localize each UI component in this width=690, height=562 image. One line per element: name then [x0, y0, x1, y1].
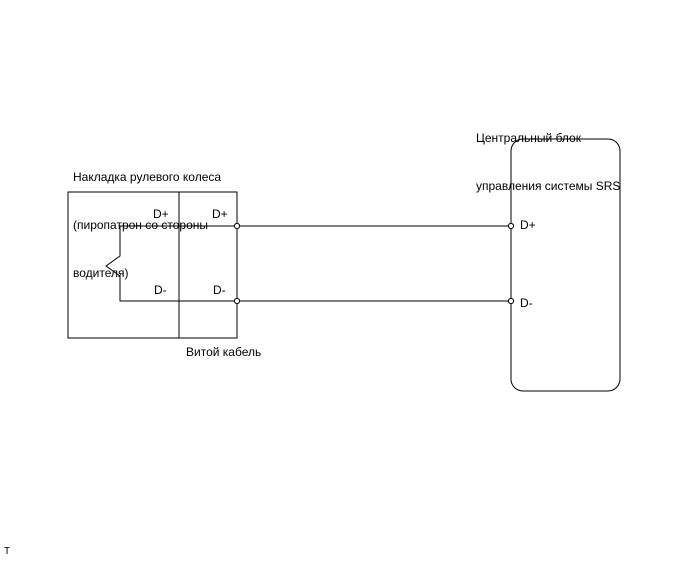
spiral-cable-box — [178, 191, 238, 339]
pad-pin-d-minus: D- — [154, 283, 167, 297]
spiral-cable-label: Витой кабель — [186, 345, 262, 359]
srs-ecu-box — [510, 138, 621, 392]
spiral-pin-d-minus: D- — [213, 283, 226, 297]
corner-mark: T — [4, 546, 11, 557]
steering-pad-label: Накладка рулевого колеса (пиропатрон со … — [73, 137, 221, 297]
terminal-spiral-plus — [233, 222, 241, 230]
srs-ecu-label-line1: Центральный блок — [476, 131, 581, 145]
steering-pad-label-line1: Накладка рулевого колеса — [73, 170, 222, 184]
terminal-ecu-plus — [507, 222, 515, 230]
ecu-pin-d-minus: D- — [520, 296, 533, 310]
steering-pad-label-line3: водителя) — [73, 266, 129, 280]
ecu-pin-d-plus: D+ — [520, 218, 536, 232]
terminal-ecu-minus — [507, 297, 515, 305]
steering-pad-label-line2: (пиропатрон со стороны — [73, 218, 209, 232]
srs-ecu-label: Центральный блок управления системы SRS — [476, 98, 620, 210]
squib-symbol — [105, 225, 179, 302]
pad-pin-d-plus: D+ — [153, 207, 169, 221]
spiral-pin-d-plus: D+ — [212, 207, 228, 221]
terminal-spiral-minus — [233, 297, 241, 305]
srs-ecu-label-line2: управления системы SRS — [476, 179, 621, 193]
